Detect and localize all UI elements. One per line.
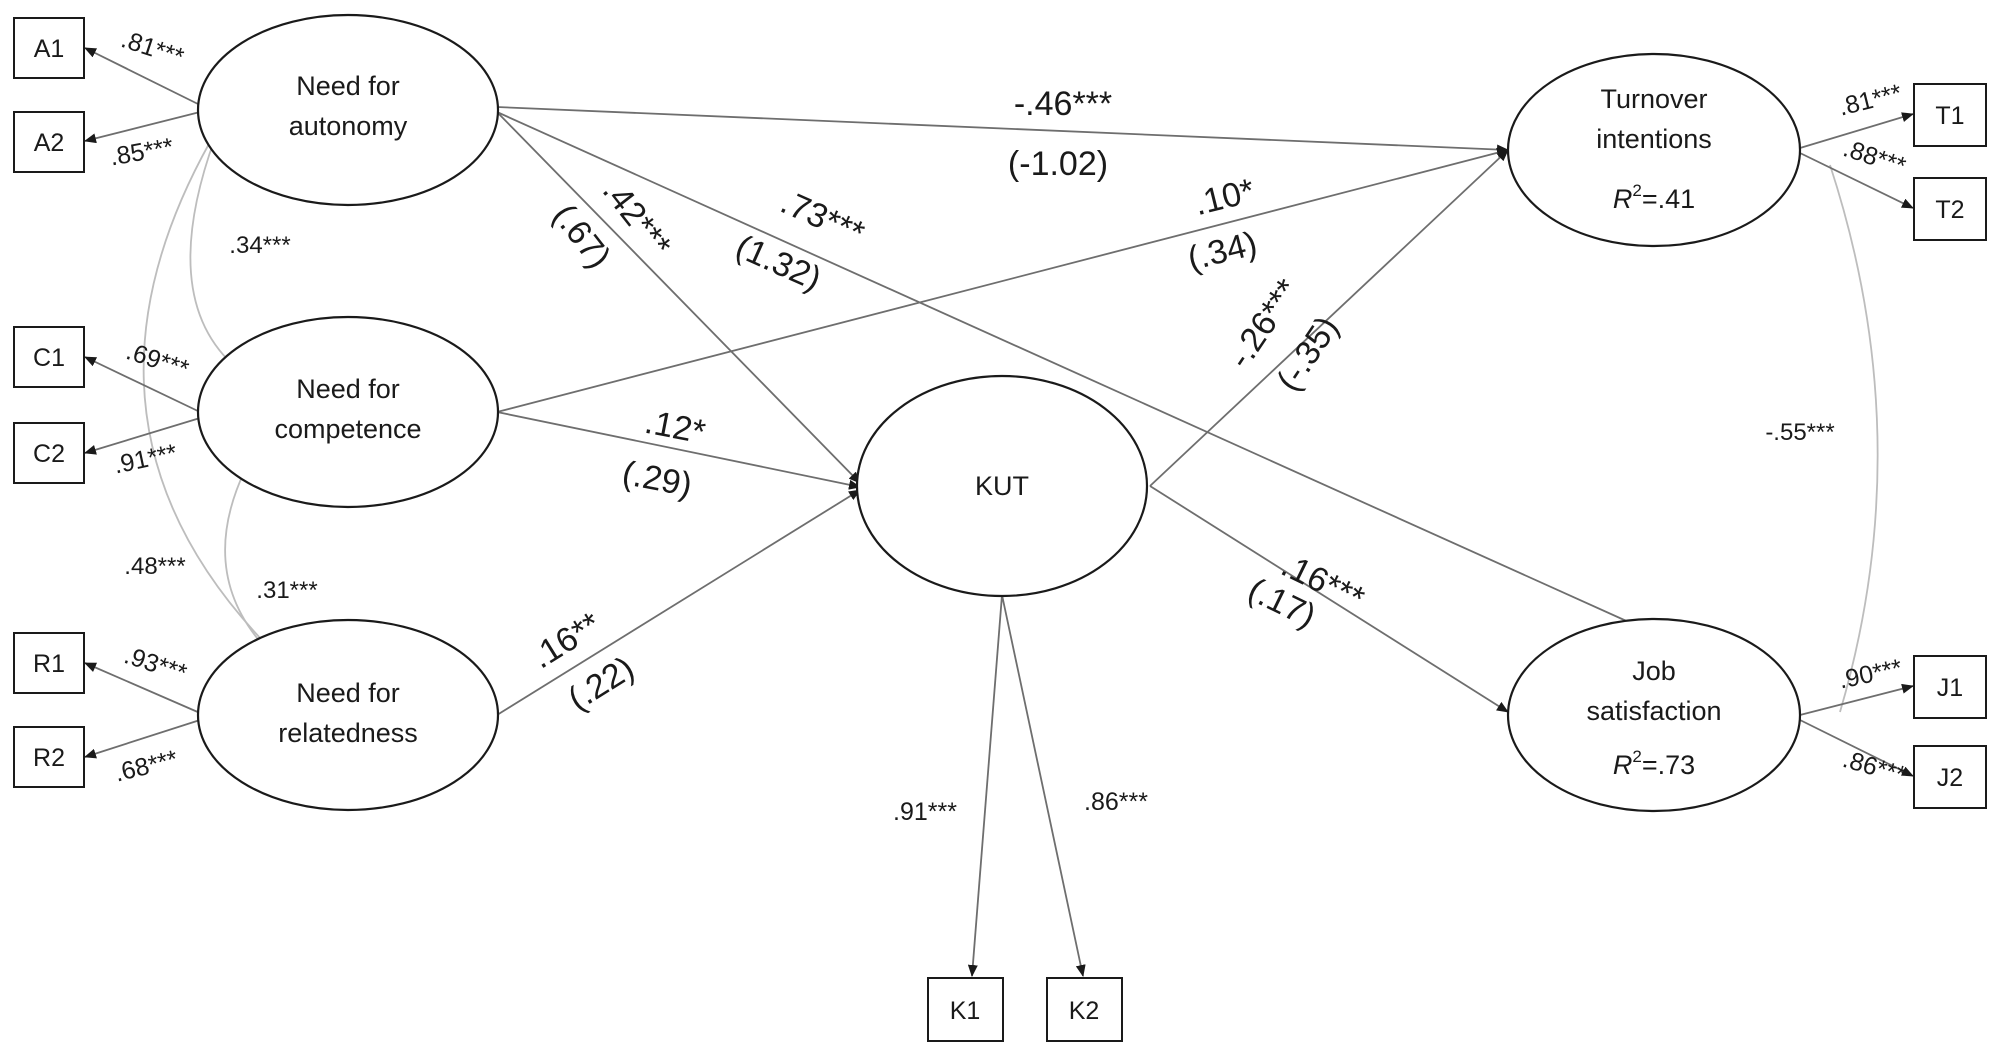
- svg-text:J1: J1: [1937, 674, 1963, 702]
- latent-need-for-competence: Need for competence: [196, 315, 500, 509]
- svg-text:K2: K2: [1069, 997, 1100, 1025]
- loading-arrow-a1: [84, 47, 201, 106]
- loading-label-t1: .81***: [1836, 79, 1905, 122]
- svg-text:Need for: Need for: [296, 678, 400, 708]
- indicator-k1: K1: [927, 977, 1004, 1042]
- loading-label-c1: .69***: [123, 337, 193, 383]
- path-kut-turnover: [1149, 149, 1509, 487]
- corr-label-autonomy-relatedness: .48***: [124, 553, 185, 580]
- latent-turnover-intentions: Turnover intentions R2=.41: [1506, 52, 1802, 248]
- loading-label-a2: .85***: [108, 133, 176, 172]
- svg-text:K1: K1: [950, 997, 981, 1025]
- indicator-r2: R2: [13, 726, 85, 788]
- path-competence-turnover: [496, 147, 1509, 413]
- svg-text:Turnover: Turnover: [1600, 84, 1707, 114]
- indicator-j1: J1: [1913, 655, 1987, 719]
- svg-text:T2: T2: [1935, 196, 1964, 224]
- indicator-r1: R1: [13, 632, 85, 694]
- svg-text:autonomy: autonomy: [289, 111, 408, 141]
- path-relatedness-kut: [496, 489, 861, 716]
- path-kut-job: [1149, 485, 1509, 713]
- svg-text:R1: R1: [33, 650, 65, 678]
- path-label-competence-turnover-unstd: (.34): [1184, 224, 1261, 278]
- loading-label-c2: .91***: [111, 439, 180, 480]
- svg-text:C2: C2: [33, 440, 65, 468]
- loading-label-k1: .91***: [893, 798, 957, 826]
- loading-arrow-k1: [967, 594, 1003, 977]
- loading-label-k2: .86***: [1084, 788, 1148, 816]
- loading-label-a1: .81***: [118, 25, 188, 71]
- svg-text:J2: J2: [1937, 764, 1963, 792]
- svg-text:competence: competence: [274, 414, 421, 444]
- indicator-t1: T1: [1913, 83, 1987, 147]
- indicator-j2: J2: [1913, 745, 1987, 809]
- corr-arc-competence-relatedness: [224, 469, 263, 645]
- corr-arc-turnover-job: [1829, 164, 1879, 713]
- indicator-k2: K2: [1046, 977, 1123, 1042]
- loading-arrow-t2: [1799, 152, 1914, 209]
- svg-text:KUT: KUT: [975, 471, 1029, 501]
- loading-label-j1: .90***: [1836, 654, 1905, 695]
- path-label-competence-turnover-std: .10*: [1190, 172, 1258, 224]
- loading-arrow-r2: [84, 719, 201, 759]
- latent-need-for-relatedness: Need for relatedness: [196, 618, 500, 812]
- indicator-a2: A2: [13, 111, 85, 173]
- corr-arc-autonomy-relatedness: [142, 141, 263, 641]
- loading-arrow-j2: [1799, 719, 1914, 777]
- svg-text:Job: Job: [1632, 656, 1676, 686]
- path-autonomy-turnover: [496, 106, 1509, 155]
- r2-job: R2=.73: [1613, 747, 1695, 780]
- r2-turnover: R2=.41: [1613, 181, 1695, 214]
- svg-text:C1: C1: [33, 344, 65, 372]
- path-autonomy-kut: [496, 111, 861, 484]
- loading-arrow-c1: [84, 356, 201, 413]
- loading-label-r2: .68***: [112, 745, 181, 788]
- corr-label-turnover-job: -.55***: [1765, 419, 1834, 446]
- svg-text:intentions: intentions: [1596, 124, 1712, 154]
- indicator-c2: C2: [13, 422, 85, 484]
- path-label-autonomy-turnover-std: -.46***: [1014, 85, 1112, 123]
- loading-arrow-j1: [1799, 683, 1914, 716]
- path-label-relatedness-kut-unstd: (.22): [561, 649, 640, 718]
- path-label-competence-kut-unstd: (.29): [619, 454, 695, 505]
- loading-arrow-c2: [84, 417, 201, 455]
- svg-text:A2: A2: [34, 129, 65, 157]
- indicator-a1: A1: [13, 17, 85, 79]
- corr-label-competence-relatedness: .31***: [256, 577, 317, 604]
- corr-arc-autonomy-competence: [189, 137, 229, 361]
- indicator-t2: T2: [1913, 177, 1987, 241]
- svg-text:R2: R2: [33, 744, 65, 772]
- latent-job-satisfaction: Job satisfaction R2=.73: [1506, 617, 1802, 813]
- corr-label-autonomy-competence: .34***: [229, 232, 290, 259]
- loading-arrow-a2: [84, 111, 201, 144]
- loading-label-r1: .93***: [121, 641, 191, 687]
- indicator-c1: C1: [13, 326, 85, 388]
- svg-text:Need for: Need for: [296, 374, 400, 404]
- loading-arrow-k2: [1001, 594, 1086, 977]
- svg-text:relatedness: relatedness: [278, 718, 418, 748]
- svg-text:A1: A1: [34, 35, 65, 63]
- svg-text:Need for: Need for: [296, 71, 400, 101]
- path-autonomy-job: [496, 111, 1643, 629]
- svg-text:T1: T1: [1935, 102, 1964, 130]
- path-competence-kut: [496, 411, 861, 490]
- latent-need-for-autonomy: Need for autonomy: [196, 13, 500, 207]
- path-label-autonomy-job-std: .73***: [775, 183, 870, 253]
- path-label-autonomy-turnover-unstd: (-1.02): [1008, 145, 1108, 183]
- latent-kut: KUT: [855, 374, 1149, 598]
- loading-arrow-t1: [1799, 112, 1914, 149]
- svg-text:satisfaction: satisfaction: [1586, 696, 1721, 726]
- loading-arrow-r1: [84, 662, 201, 714]
- loading-label-t2: .88***: [1840, 134, 1910, 180]
- loading-label-j2: .86***: [1840, 745, 1909, 790]
